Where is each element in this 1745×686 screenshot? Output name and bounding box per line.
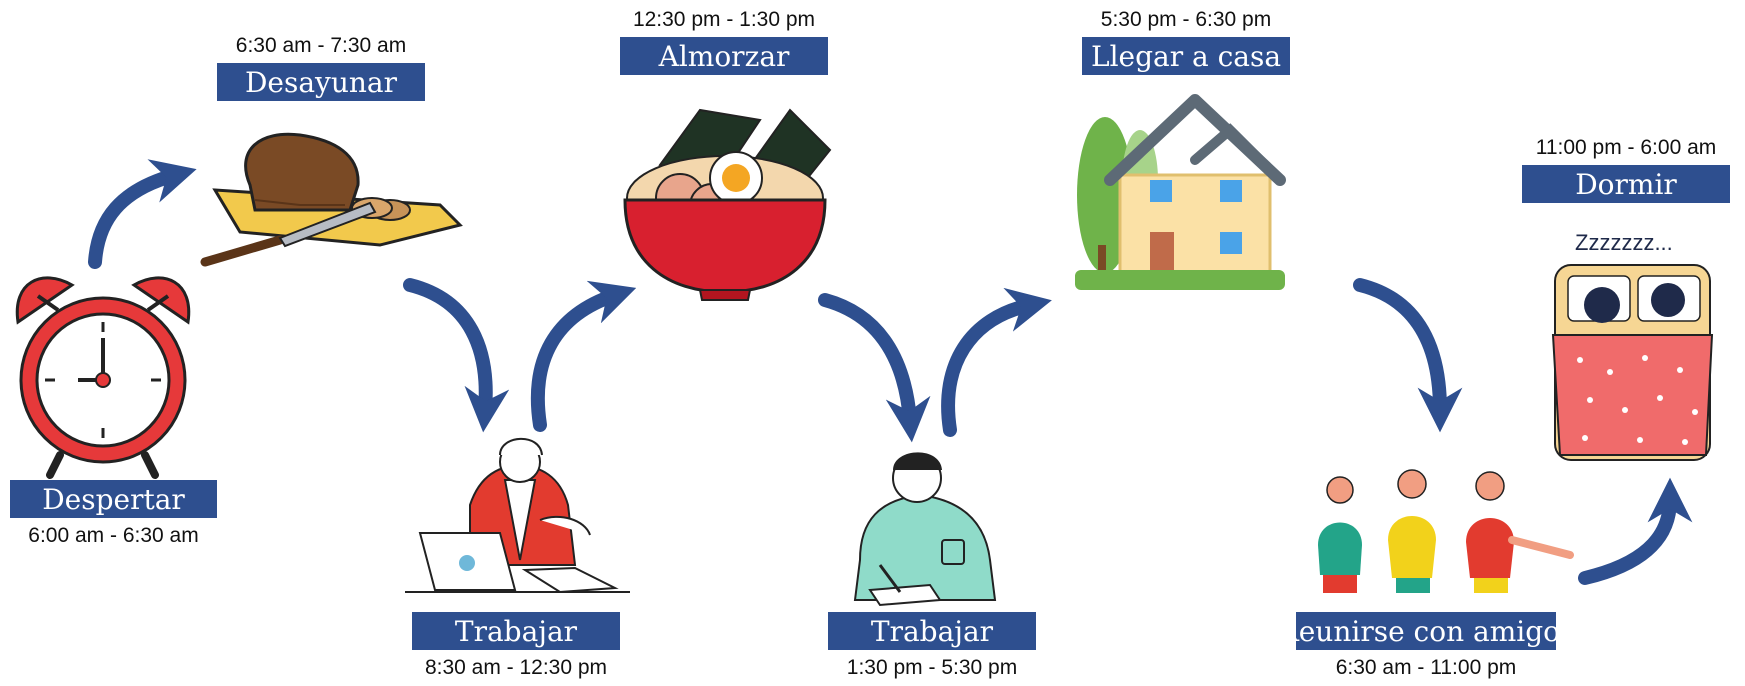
step-label-dormir: Dormir xyxy=(1522,165,1730,203)
step-label-llegar-a-casa: Llegar a casa xyxy=(1082,37,1290,75)
man-writing-icon xyxy=(853,452,997,607)
arrow-down-1 xyxy=(403,278,510,433)
step-time-reunirse-con-amigos: 6:30 am - 11:00 pm xyxy=(1335,656,1517,679)
step-time-trabajar-morning: 8:30 am - 12:30 pm xyxy=(424,656,608,679)
step-time-desayunar: 6:30 am - 7:30 am xyxy=(235,34,407,57)
flow-arrows xyxy=(88,159,1693,585)
arrow-up-4 xyxy=(1578,477,1693,585)
step-label-trabajar-afternoon: Trabajar xyxy=(828,612,1036,650)
sleeping-couple-icon xyxy=(1551,264,1714,461)
step-time-almorzar: 12:30 pm - 1:30 pm xyxy=(632,8,816,31)
alarm-clock-icon xyxy=(15,276,191,479)
step-time-despertar: 6:00 am - 6:30 am xyxy=(28,524,199,547)
arrow-up-3 xyxy=(941,287,1052,437)
bread-board-icon xyxy=(200,132,463,267)
step-label-trabajar-morning: Trabajar xyxy=(412,612,620,650)
step-time-dormir: 11:00 pm - 6:00 am xyxy=(1535,136,1717,159)
arrow-down-3 xyxy=(1353,278,1463,433)
step-label-despertar: Despertar xyxy=(10,480,217,518)
step-time-llegar-a-casa: 5:30 pm - 6:30 pm xyxy=(1100,8,1272,31)
ramen-bowl-icon xyxy=(623,108,832,301)
man-working-laptop-icon xyxy=(405,437,630,594)
arrow-up-1 xyxy=(88,159,197,269)
friends-group-icon xyxy=(1318,469,1574,593)
house-icon xyxy=(1075,94,1286,290)
step-label-desayunar: Desayunar xyxy=(217,63,425,101)
step-label-reunirse-con-amigos: Reunirse con amigos xyxy=(1278,612,1574,650)
arrow-up-2 xyxy=(530,280,637,432)
step-time-trabajar-afternoon: 1:30 pm - 5:30 pm xyxy=(846,656,1018,679)
sleep-z-text: Zzzzzzz... xyxy=(1575,230,1673,255)
arrow-down-2 xyxy=(818,293,931,443)
step-label-almorzar: Almorzar xyxy=(620,37,828,75)
